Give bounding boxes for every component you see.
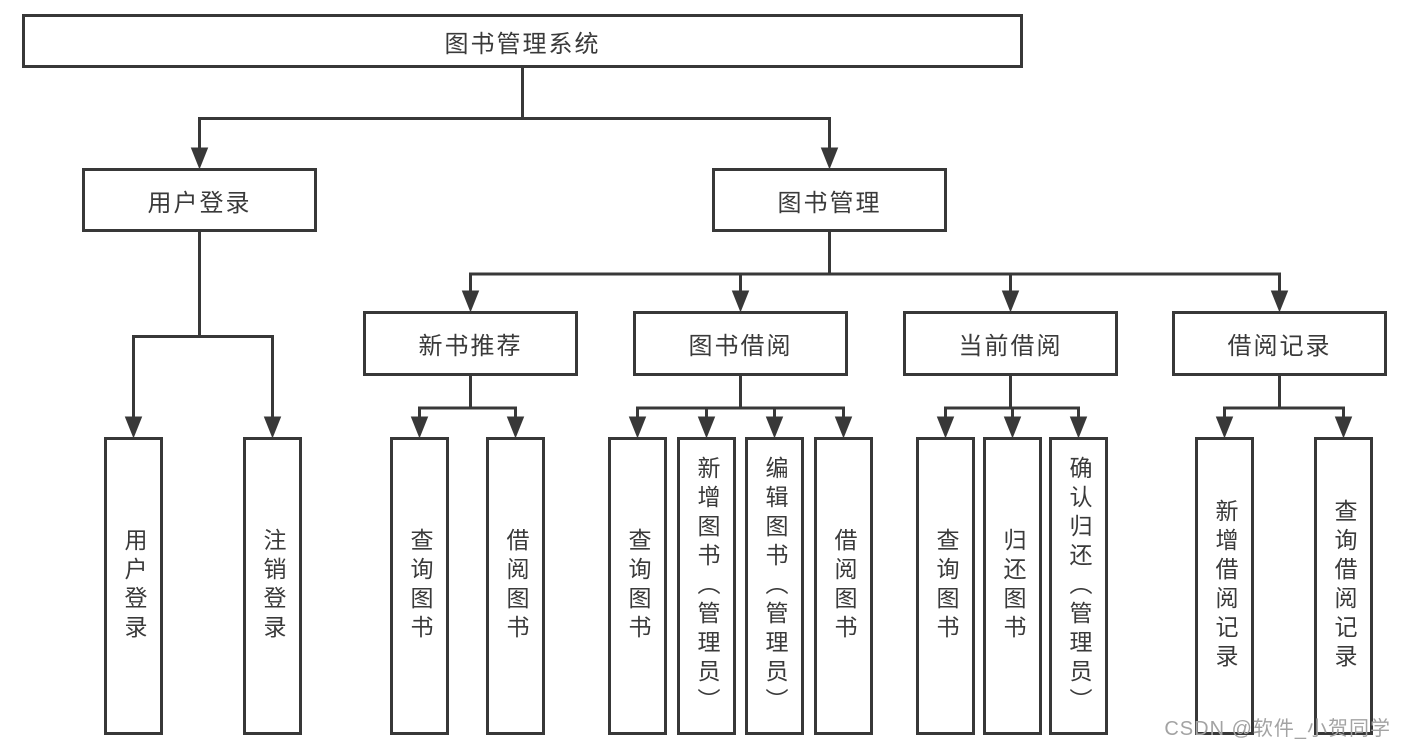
node-leaf-add-books-admin: 新增图书（管理员） xyxy=(677,437,736,735)
node-leaf-query-books-recommend-label: 查询图书 xyxy=(407,528,433,644)
node-leaf-user-login-label: 用户登录 xyxy=(121,528,147,644)
node-leaf-edit-books-admin: 编辑图书（管理员） xyxy=(745,437,804,735)
node-current-borrowing-label: 当前借阅 xyxy=(958,333,1063,360)
node-leaf-add-borrow-record: 新增借阅记录 xyxy=(1195,437,1254,735)
node-leaf-query-books-borrowing-label: 查询图书 xyxy=(625,528,651,644)
node-book-borrowing: 图书借阅 xyxy=(633,311,848,376)
node-leaf-query-borrow-record-label: 查询借阅记录 xyxy=(1331,499,1357,673)
node-leaf-return-books-label: 归还图书 xyxy=(1000,528,1026,644)
node-leaf-borrow-books-borrowing-label: 借阅图书 xyxy=(831,528,857,644)
node-leaf-query-books-recommend: 查询图书 xyxy=(390,437,449,735)
node-user-login-label: 用户登录 xyxy=(147,189,252,217)
node-current-borrowing: 当前借阅 xyxy=(903,311,1118,376)
node-book-management: 图书管理 xyxy=(712,168,947,232)
node-book-borrowing-label: 图书借阅 xyxy=(688,333,793,360)
node-root: 图书管理系统 xyxy=(22,14,1023,68)
node-leaf-user-login: 用户登录 xyxy=(104,437,163,735)
node-borrowing-records: 借阅记录 xyxy=(1172,311,1387,376)
node-new-book-recommend: 新书推荐 xyxy=(363,311,578,376)
node-root-label: 图书管理系统 xyxy=(444,30,601,58)
node-leaf-query-books-borrowing: 查询图书 xyxy=(608,437,667,735)
node-leaf-query-books-current: 查询图书 xyxy=(916,437,975,735)
node-leaf-add-borrow-record-label: 新增借阅记录 xyxy=(1212,499,1238,673)
node-user-login: 用户登录 xyxy=(82,168,317,232)
node-leaf-return-books: 归还图书 xyxy=(983,437,1042,735)
node-leaf-confirm-return-admin-label: 确认归还（管理员） xyxy=(1066,455,1092,717)
node-leaf-add-books-admin-label: 新增图书（管理员） xyxy=(694,455,720,717)
node-leaf-query-borrow-record: 查询借阅记录 xyxy=(1314,437,1373,735)
node-leaf-edit-books-admin-label: 编辑图书（管理员） xyxy=(762,455,788,717)
node-book-management-label: 图书管理 xyxy=(777,189,882,217)
node-borrowing-records-label: 借阅记录 xyxy=(1227,333,1332,360)
node-leaf-borrow-books-recommend-label: 借阅图书 xyxy=(503,528,529,644)
node-leaf-query-books-current-label: 查询图书 xyxy=(933,528,959,644)
node-leaf-logout-label: 注销登录 xyxy=(260,528,286,644)
node-leaf-logout: 注销登录 xyxy=(243,437,302,735)
node-leaf-confirm-return-admin: 确认归还（管理员） xyxy=(1049,437,1108,735)
csdn-watermark: CSDN @软件_小贺同学 xyxy=(1164,718,1391,740)
node-leaf-borrow-books-recommend: 借阅图书 xyxy=(486,437,545,735)
node-leaf-borrow-books-borrowing: 借阅图书 xyxy=(814,437,873,735)
node-new-book-recommend-label: 新书推荐 xyxy=(418,333,523,360)
